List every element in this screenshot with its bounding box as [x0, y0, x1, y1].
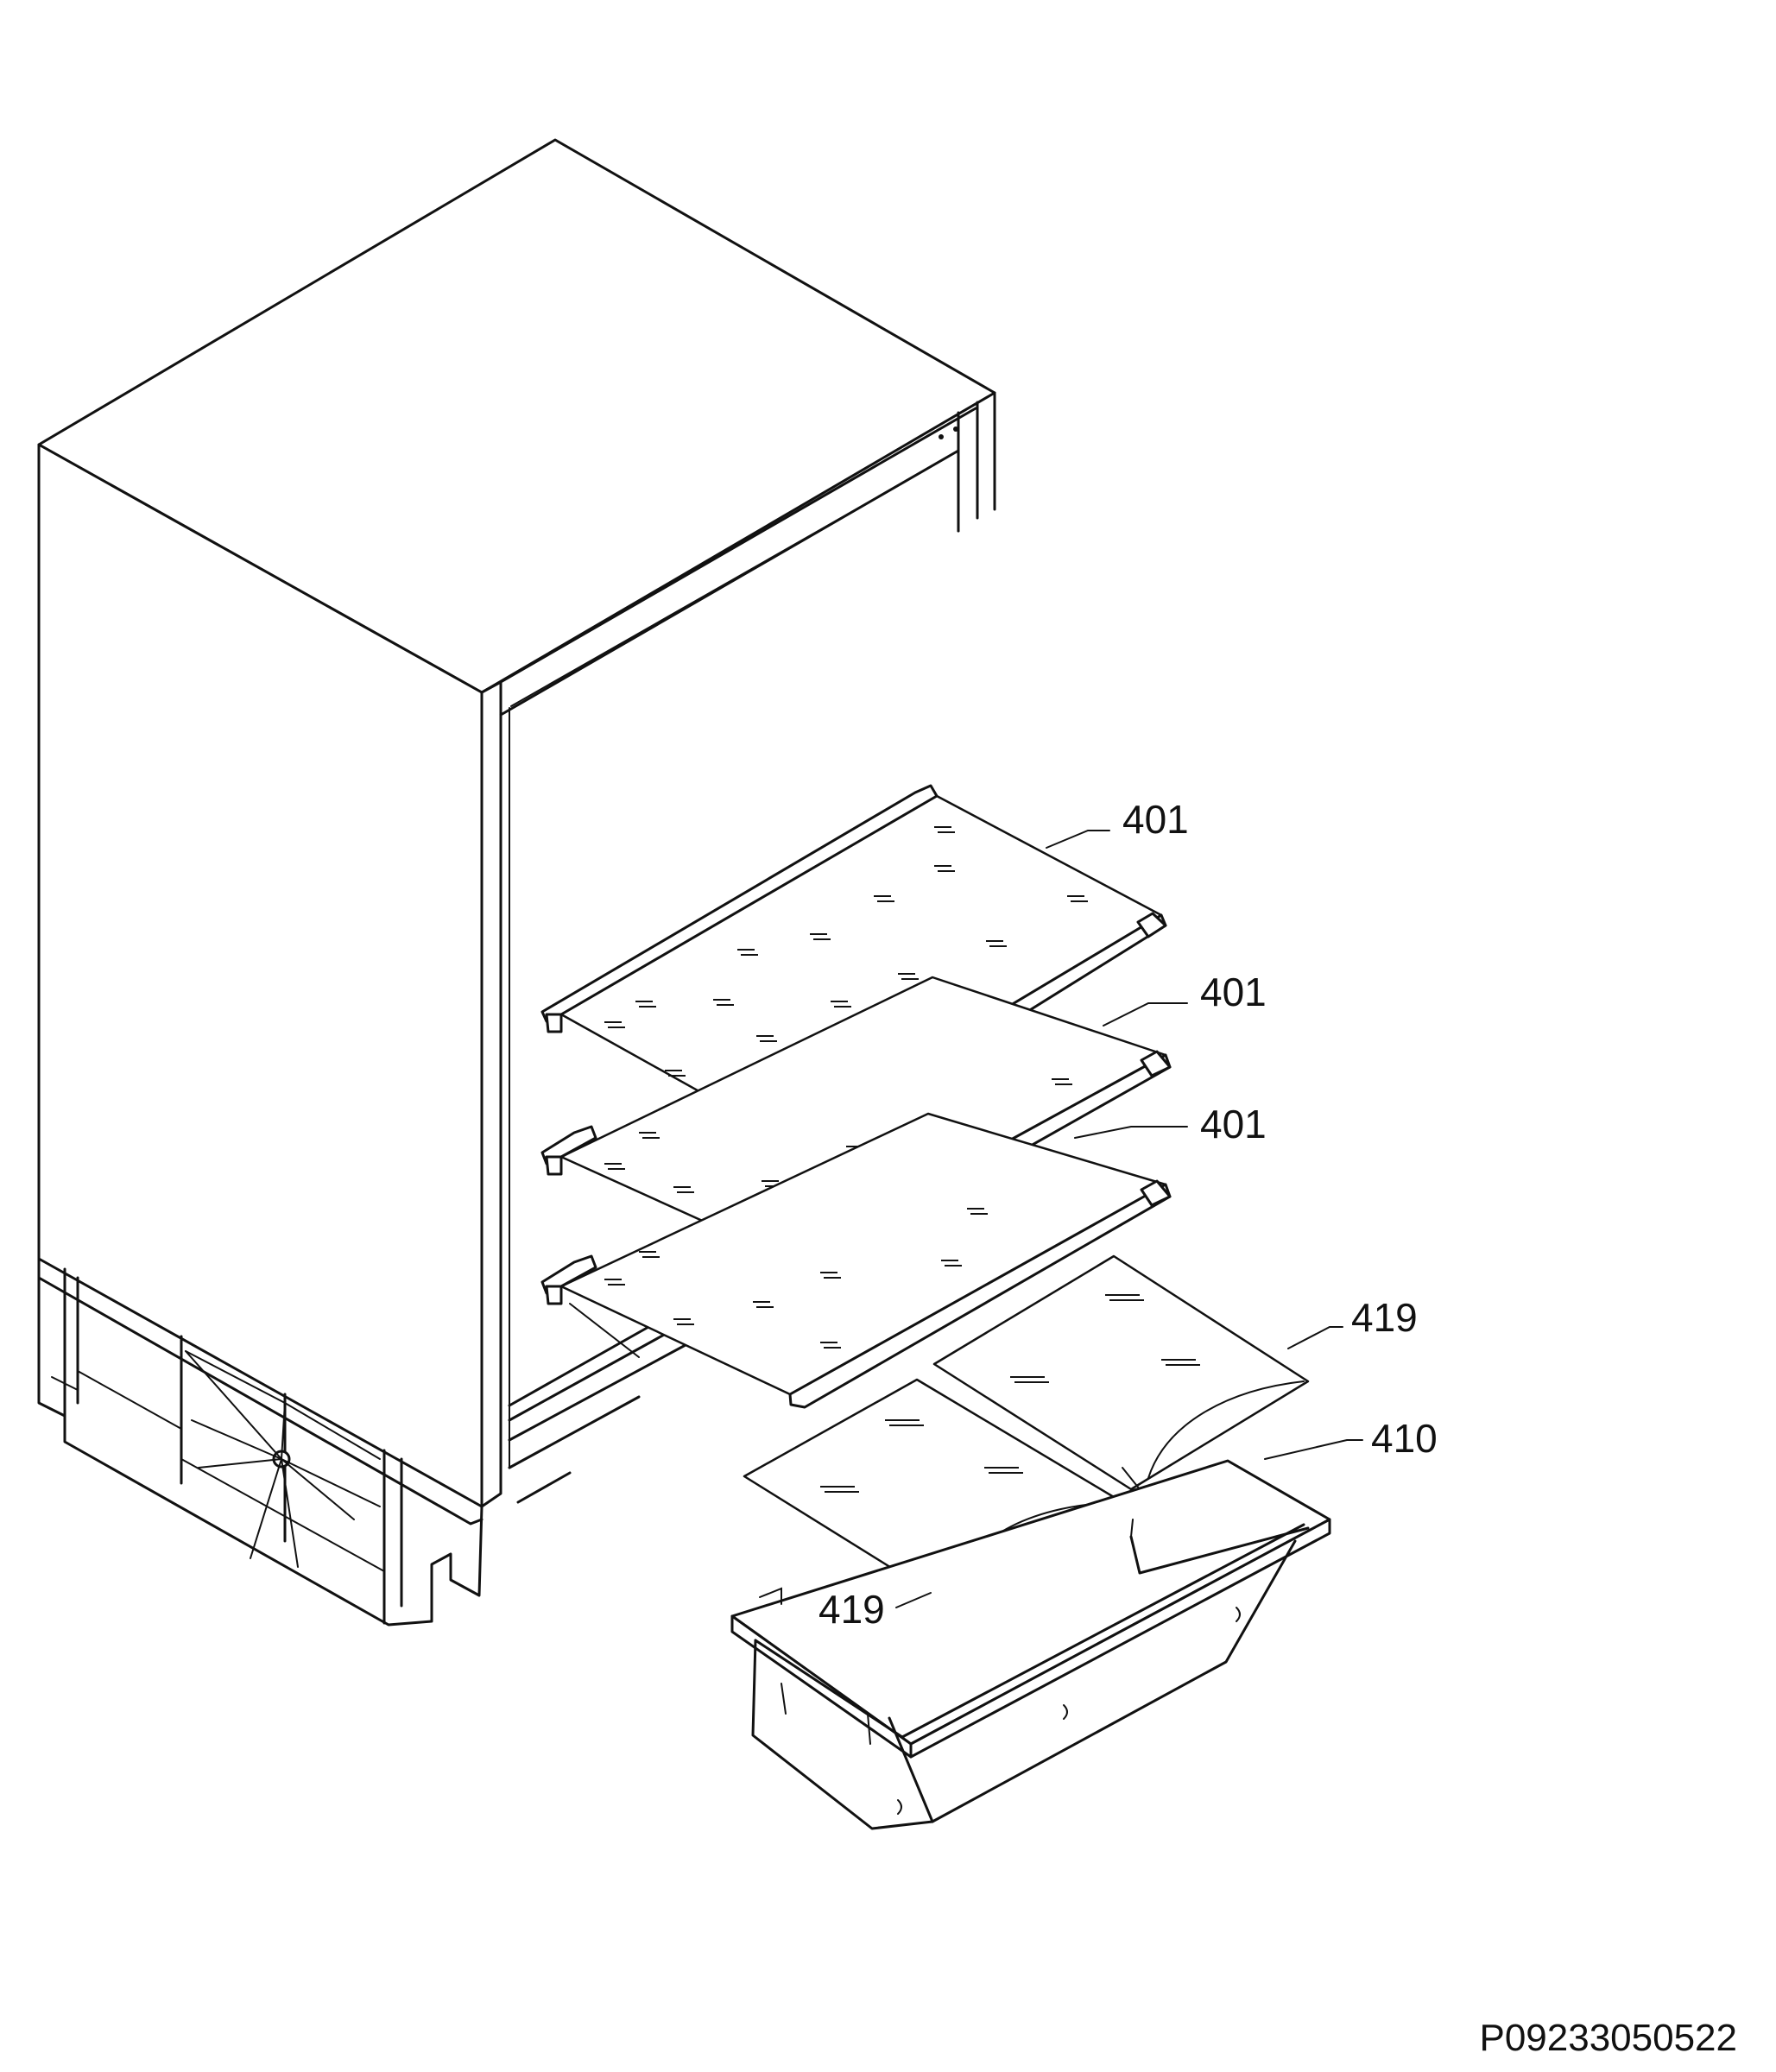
callouts: 401 401 401 419 410 419 [818, 797, 1438, 1632]
callout-crisper-cover-front: 419 [818, 1587, 885, 1632]
callout-shelf-3: 401 [1200, 1102, 1267, 1147]
callout-shelf-2: 401 [1200, 970, 1267, 1014]
callout-crisper-cover-back: 419 [1351, 1295, 1418, 1340]
drawing-code: P09233050522 [1479, 2017, 1737, 2059]
cabinet-base [37, 1257, 484, 1627]
fan-grille [185, 1350, 381, 1568]
callout-crisper-drawer: 410 [1371, 1416, 1438, 1461]
callout-shelf-1: 401 [1122, 797, 1189, 842]
crisper-drawer [730, 1459, 1331, 1830]
shelf-3 [540, 1112, 1172, 1409]
cabinet-front-frame [480, 680, 502, 1508]
crisper-cover-back [932, 1254, 1310, 1491]
refrigerator-cabinet [37, 138, 996, 1627]
